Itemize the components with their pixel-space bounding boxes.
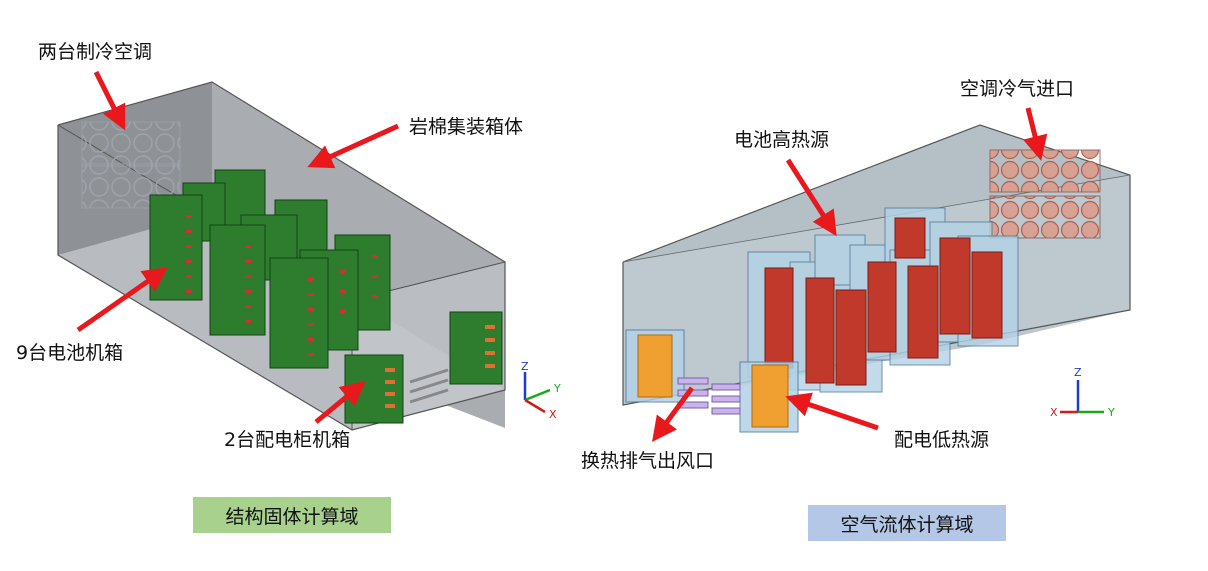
- caption-fluid-domain: 空气流体计算域: [808, 505, 1006, 541]
- axis-triad-right: Z Y X: [1050, 366, 1115, 419]
- ac-inlet-top: [989, 149, 1101, 193]
- ac-inlet-bottom: [989, 195, 1101, 239]
- caption-structure-domain: 结构固体计算域: [193, 497, 391, 533]
- axis-x-left: X: [549, 408, 557, 421]
- axis-triad-left: Z Y X: [521, 360, 561, 421]
- right-arrows: [652, 107, 1048, 443]
- label-battery-cabinets: 9台电池机箱: [16, 342, 123, 364]
- axis-x-right: X: [1050, 406, 1058, 419]
- fluid-model: [622, 124, 1131, 433]
- label-ac-cold-inlet: 空调冷气进口: [960, 78, 1074, 100]
- structure-model: [57, 81, 506, 431]
- label-rockwool-container: 岩棉集装箱体: [409, 116, 523, 138]
- label-ac-units: 两台制冷空调: [38, 41, 152, 63]
- axis-z-left: Z: [521, 360, 529, 373]
- label-exhaust-outlet: 换热排气出风口: [581, 450, 714, 472]
- battery-heat-sources: [747, 207, 1019, 393]
- label-battery-heat-source: 电池高热源: [734, 129, 829, 151]
- ac-unit-top: [81, 121, 181, 167]
- label-distribution-cabinets: 2台配电柜机箱: [224, 429, 350, 451]
- axis-y-right: Y: [1107, 406, 1115, 419]
- distribution-core-2: [751, 364, 789, 428]
- left-arrows: [76, 70, 400, 424]
- distribution-core-1: [637, 334, 673, 398]
- distribution-cabinet-2: [449, 311, 503, 385]
- axis-y-left: Y: [553, 382, 561, 395]
- label-distribution-heat-source: 配电低热源: [894, 429, 989, 451]
- axis-z-right: Z: [1074, 366, 1082, 379]
